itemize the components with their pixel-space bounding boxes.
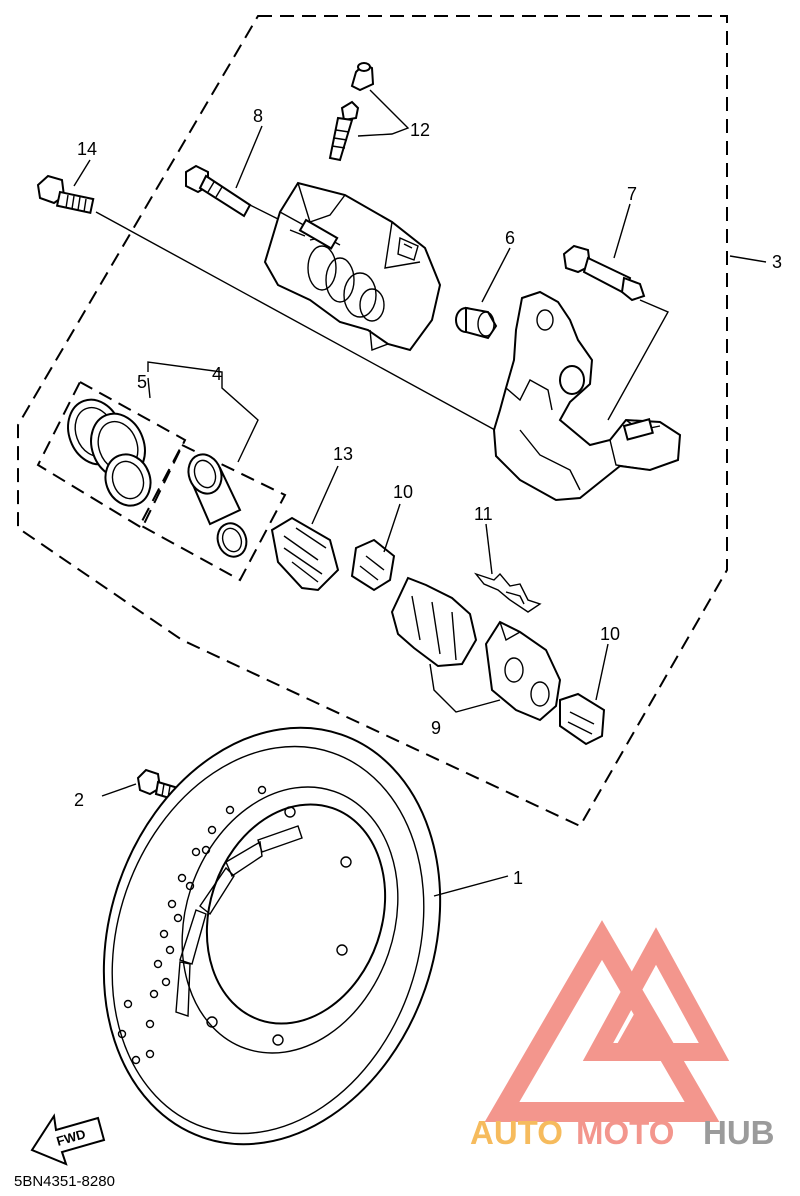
automotohub-logo: AUTO MOTO HUB	[470, 920, 775, 1151]
callout-3: 3	[772, 252, 782, 272]
piston-kit-outline	[138, 443, 287, 582]
callout-2: 2	[74, 790, 84, 810]
callout-5: 5	[137, 372, 147, 392]
part-9-brake-pads	[390, 576, 562, 722]
part-7-bolt	[562, 244, 646, 302]
callout-12: 12	[410, 120, 430, 140]
part-8-pin	[185, 164, 252, 218]
callout-8: 8	[253, 106, 263, 126]
part-10-clip-upper	[350, 538, 396, 592]
fwd-arrow-icon: FWD	[30, 1113, 106, 1166]
callout-7: 7	[627, 184, 637, 204]
callout-4: 4	[212, 364, 222, 384]
part-1-brake-disc	[102, 726, 442, 1146]
bolt-7-guide-line	[607, 299, 669, 421]
callout-10-upper: 10	[393, 482, 413, 502]
caliper-body	[263, 181, 442, 352]
bolt-14-guide-line	[95, 211, 496, 431]
diagram-code: 5BN4351-8280	[14, 1173, 115, 1190]
callout-9: 9	[431, 718, 441, 738]
leader-lines	[73, 89, 767, 897]
caliper-bracket	[492, 290, 682, 502]
part-6-boot	[455, 306, 498, 340]
part-11-spring	[473, 572, 542, 613]
logo-text-moto: MOTO	[576, 1114, 674, 1151]
part-4-pistons	[187, 453, 248, 558]
seal-kit-outline	[36, 380, 187, 530]
part-13-shim	[270, 516, 340, 592]
logo-text-hub: HUB	[703, 1114, 775, 1151]
part-10-clip-lower	[559, 692, 606, 746]
callout-1: 1	[513, 868, 523, 888]
callout-6: 6	[505, 228, 515, 248]
caliper-assembly-outline	[17, 15, 728, 828]
callout-13: 13	[333, 444, 353, 464]
callout-10-lower: 10	[600, 624, 620, 644]
part-14-bolt	[36, 174, 95, 214]
callout-11: 11	[474, 504, 493, 524]
logo-text-auto: AUTO	[470, 1114, 563, 1151]
callout-numbers: 1 2 3 4 5 6 7 8 9 10 10 11 12 13 14	[74, 106, 782, 888]
callout-14: 14	[77, 139, 97, 159]
part-12-bleed-screw	[328, 62, 375, 162]
pin-8-guide-line	[249, 204, 281, 221]
part-5-seals	[67, 398, 152, 507]
